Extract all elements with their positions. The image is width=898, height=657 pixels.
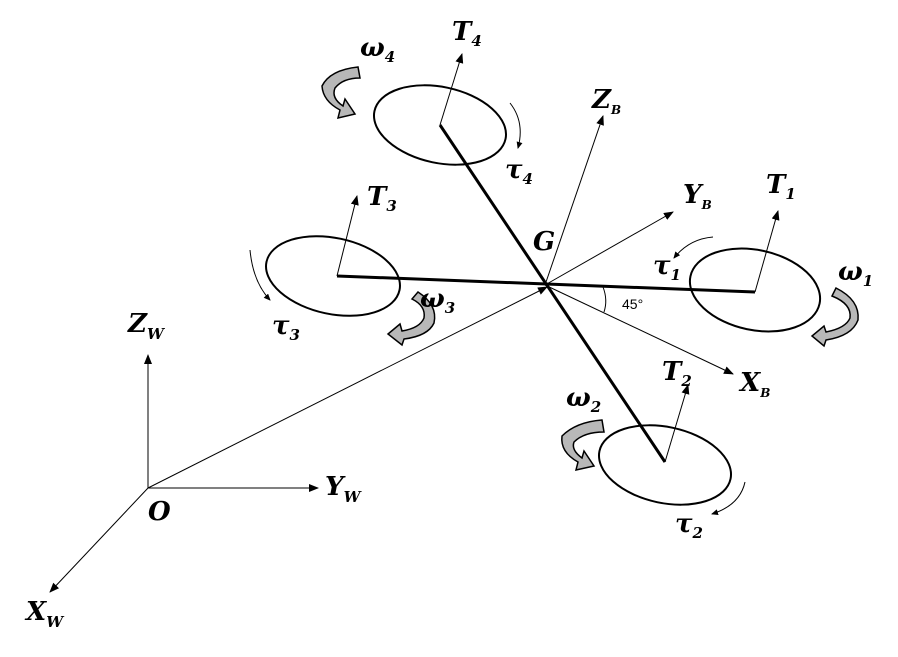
rotor-1-disk [688, 247, 822, 333]
body-x-label: XB [738, 368, 770, 400]
speed-4-label: ω4 [360, 33, 395, 66]
body-y-label: YB [683, 180, 712, 212]
rotor-3 [249, 195, 436, 347]
speed-3-curl-icon [386, 291, 436, 347]
rotor-4-disk [372, 84, 508, 166]
world-x-label: XW [24, 597, 65, 631]
torque-4-label: τ4 [505, 155, 533, 188]
body-z-axis [544, 115, 604, 286]
speed-4-curl-icon [321, 66, 361, 120]
torque-1-arrow [673, 236, 714, 259]
rotor-2 [561, 384, 746, 516]
body-y-axis [544, 211, 674, 286]
torque-1-label: τ1 [653, 251, 681, 284]
speed-3-label: ω3 [420, 284, 455, 317]
thrust-4-label: T4 [452, 17, 482, 50]
angle-arc [602, 286, 607, 313]
rotor-2-disk [597, 424, 733, 506]
world-origin-label: O [148, 497, 171, 527]
speed-1-curl-icon [810, 286, 859, 348]
speed-2-curl-icon [561, 419, 605, 471]
thrust-3-label: T3 [367, 182, 397, 215]
torque-3-arrow [249, 249, 271, 301]
torque-4-arrow [509, 102, 523, 149]
thrust-2-arrow [664, 384, 690, 463]
thrust-1-arrow [754, 210, 780, 293]
rotor-3-disk [265, 235, 401, 317]
world-z-label: ZW [127, 309, 166, 343]
torque-2-arrow [711, 481, 746, 516]
thrust-2-label: T2 [662, 357, 692, 390]
angle-label: 45° [622, 296, 643, 312]
thrust-3-arrow [336, 195, 359, 277]
arm-2-4 [438, 124, 667, 463]
world-y-label: YW [325, 472, 363, 506]
body-x-axis [544, 284, 734, 375]
speed-2-label: ω2 [566, 383, 601, 416]
body-center-label: G [533, 227, 555, 257]
quadrotor-arms [336, 124, 756, 463]
thrust-1-label: T1 [766, 170, 796, 203]
position-vector [147, 286, 548, 489]
world-x-axis [49, 487, 149, 593]
torque-3-label: τ3 [272, 311, 300, 344]
arm-3-1 [336, 274, 756, 294]
body-frame [544, 115, 734, 375]
torque-2-label: τ2 [675, 509, 703, 542]
body-z-label: ZB [591, 85, 621, 117]
thrust-4-arrow [439, 53, 464, 126]
world-frame [49, 286, 548, 593]
rotor-1 [673, 210, 859, 348]
rotor-4 [321, 53, 523, 166]
speed-1-label: ω1 [838, 257, 873, 290]
